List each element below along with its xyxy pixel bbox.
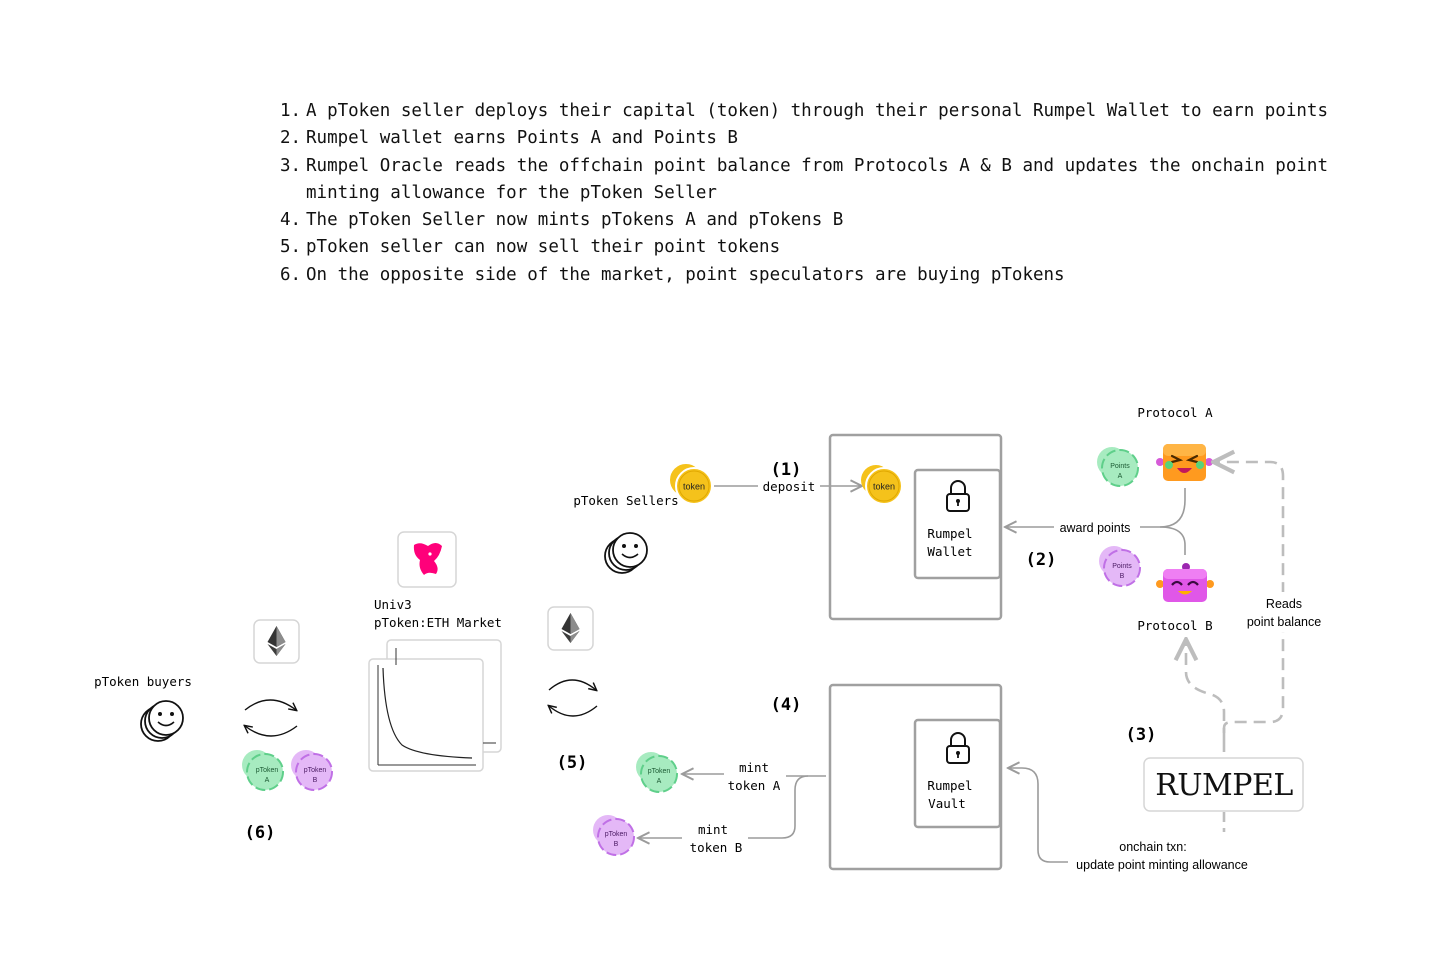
protocol-b-robot-icon — [1156, 563, 1214, 602]
buyer-ptoken-a-text-1: pToken — [256, 767, 279, 774]
step-number: 6. — [280, 264, 302, 285]
vault-label-2: Vault — [928, 796, 966, 811]
market-label-2: pToken:ETH Market — [374, 615, 502, 630]
step-number: 1. — [280, 101, 302, 121]
step-number: 4. — [280, 210, 302, 231]
points-b-text-2: B — [1120, 573, 1125, 580]
step-item: 5.pToken seller can now sell their point… — [280, 234, 1328, 261]
chart-card-front — [368, 658, 484, 772]
step-2-label: (2) — [1026, 550, 1057, 570]
step-5-label: (5) — [557, 753, 588, 773]
minted-ptoken-b-text-2: B — [614, 841, 619, 848]
step-3-label: (3) — [1126, 725, 1157, 745]
step-item: 3.Rumpel Oracle reads the offchain point… — [280, 153, 1328, 208]
wallet-label-1: Rumpel — [927, 526, 972, 541]
step-text: On the opposite side of the market, poin… — [306, 264, 1065, 285]
rumpel-vault-box — [913, 718, 1002, 829]
step-text: Rumpel Oracle reads the offchain point b… — [306, 155, 1328, 203]
points-a-text-2: A — [1118, 473, 1123, 480]
buyer-ptoken-a-icon: pToken A — [242, 750, 284, 791]
minted-ptoken-b-text-1: pToken — [605, 831, 628, 838]
buyer-ptoken-a-text-2: A — [265, 777, 270, 784]
eth-icon-left — [267, 626, 286, 656]
token-coin-label: token — [683, 482, 705, 492]
protocol-b-label: Protocol B — [1137, 618, 1212, 633]
step-text: pToken seller can now sell their point t… — [306, 237, 781, 258]
reads-label-bg — [1236, 592, 1332, 632]
onchain-label-2: update point minting allowance — [1076, 858, 1248, 872]
points-a-token-icon: Points A — [1097, 447, 1139, 487]
sellers-smiley-icon — [604, 532, 648, 574]
reads-label-2: point balance — [1247, 615, 1321, 629]
uniswap-unicorn-icon — [413, 543, 442, 575]
rumpel-oracle-logo-box — [1143, 757, 1304, 812]
minted-ptoken-a-text-1: pToken — [648, 768, 671, 775]
buyers-smiley-icon — [140, 700, 184, 742]
step-1-label: (1) — [771, 460, 802, 480]
liquidity-curve-chart-icon — [377, 648, 496, 766]
step-6-label: (6) — [245, 823, 276, 843]
step-text: Rumpel wallet earns Points A and Points … — [306, 128, 738, 149]
token-coin-icon: token — [670, 464, 713, 505]
protocol-a-robot-icon — [1156, 444, 1213, 481]
swap-arrows-left-icon — [245, 699, 297, 737]
rumpel-logo-text: RUMPEL — [1155, 768, 1293, 803]
buyer-ptoken-b-text-1: pToken — [304, 767, 327, 774]
ptoken-sellers-label: pToken Sellers — [573, 493, 678, 508]
step-4-label: (4) — [771, 695, 802, 715]
wallet-token-coin-icon: token — [861, 465, 903, 505]
minted-ptoken-b-icon: pToken B — [593, 815, 635, 856]
award-bracket-top — [1140, 488, 1186, 528]
step-text: A pToken seller deploys their capital (t… — [306, 101, 1328, 121]
points-b-text-1: Points — [1112, 563, 1132, 570]
step-item: 1.A pToken seller deploys their capital … — [280, 98, 1328, 125]
points-a-text-1: Points — [1110, 463, 1130, 470]
wallet-label-2: Wallet — [927, 544, 972, 559]
step-text: The pToken Seller now mints pTokens A an… — [306, 210, 844, 231]
mint-a-label-2: token A — [728, 778, 781, 793]
award-points-label: award points — [1060, 521, 1131, 535]
reads-dashed-arrow-a — [1216, 462, 1285, 752]
award-bracket-bottom — [1159, 526, 1186, 555]
protocol-a-label: Protocol A — [1137, 405, 1213, 420]
eth-icon-right — [561, 613, 580, 643]
ptoken-buyers-label: pToken buyers — [94, 674, 192, 689]
onchain-label-1: onchain txn: — [1119, 840, 1186, 854]
wallet-lock-icon — [946, 480, 970, 512]
step-number: 2. — [280, 128, 302, 149]
mint-b-label-2: token B — [690, 840, 743, 855]
minted-ptoken-a-icon: pToken A — [636, 752, 678, 793]
step-number: 5. — [280, 237, 302, 258]
step-item: 2.Rumpel wallet earns Points A and Point… — [280, 125, 1328, 152]
deposit-label: deposit — [763, 479, 816, 494]
minted-ptoken-a-text-2: A — [657, 778, 662, 785]
steps-list: 1.A pToken seller deploys their capital … — [280, 98, 1328, 289]
swap-arrows-right-icon — [549, 679, 597, 717]
step-item: 4.The pToken Seller now mints pTokens A … — [280, 207, 1328, 234]
reads-label-1: Reads — [1266, 597, 1302, 611]
rumpel-wallet-box — [913, 468, 1002, 580]
vault-lock-icon — [946, 732, 970, 764]
step-item: 6.On the opposite side of the market, po… — [280, 262, 1328, 289]
buyer-ptoken-b-icon: pToken B — [291, 750, 333, 791]
step-number: 3. — [280, 155, 302, 176]
vault-label-1: Rumpel — [927, 778, 972, 793]
reads-dashed-arrow-b — [1186, 642, 1226, 740]
mint-b-label-1: mint — [698, 822, 728, 837]
onchain-txn-arrow — [1008, 768, 1068, 863]
points-b-token-icon: Points B — [1099, 546, 1141, 587]
wallet-token-label: token — [873, 482, 895, 492]
mint-a-label-1: mint — [739, 760, 769, 775]
buyer-ptoken-b-text-2: B — [313, 777, 318, 784]
market-label-1: Univ3 — [374, 597, 412, 612]
